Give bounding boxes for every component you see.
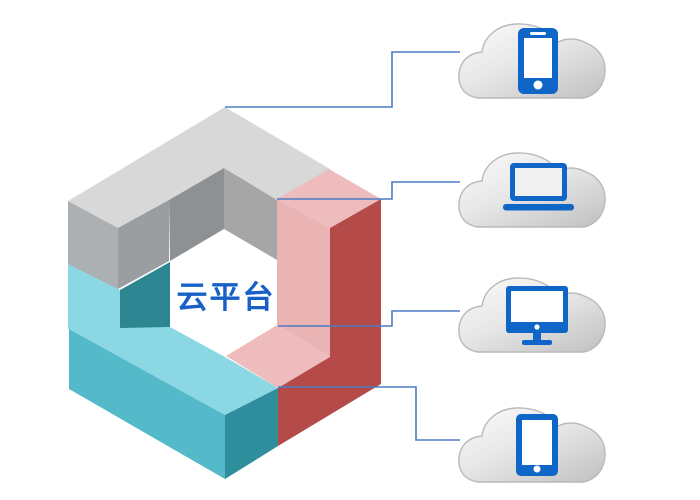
- gray-left-corner-face: [68, 201, 118, 290]
- connector-desktop-monitor: [278, 310, 460, 327]
- teal-top-bottom-band: [69, 327, 278, 415]
- pink-lower-top-face: [226, 325, 330, 388]
- laptop-icon: [503, 163, 574, 211]
- red-side-face: [278, 199, 381, 446]
- connectors: [225, 51, 460, 441]
- teal-inner-wall: [120, 262, 170, 333]
- desktop-monitor-icon: [506, 286, 568, 345]
- cloud-node-laptop: [458, 152, 606, 228]
- connector-laptop: [277, 181, 460, 200]
- teal-front-face-right: [225, 388, 278, 479]
- gray-top-face: [68, 107, 330, 228]
- center-label: 云平台: [177, 280, 276, 315]
- hexagon-figure: 云平台: [68, 107, 381, 479]
- teal-top-left-band: [68, 264, 120, 333]
- teal-front-face-left: [69, 329, 225, 479]
- gray-inner-wall-left: [169, 168, 224, 261]
- cloud-node-desktop-monitor: [458, 277, 606, 353]
- connector-tablet: [278, 386, 460, 441]
- connector-smartphone: [225, 51, 460, 108]
- pink-column-front-face: [277, 199, 330, 357]
- gray-segment: [68, 107, 330, 290]
- cloud-node-smartphone: [458, 23, 606, 99]
- smartphone-icon: [518, 28, 558, 94]
- gray-cut-face: [118, 200, 169, 289]
- teal-segment: [68, 262, 278, 479]
- cloud-node-tablet: [458, 407, 606, 483]
- gray-inner-wall-right: [224, 168, 277, 260]
- tablet-icon: [516, 414, 558, 476]
